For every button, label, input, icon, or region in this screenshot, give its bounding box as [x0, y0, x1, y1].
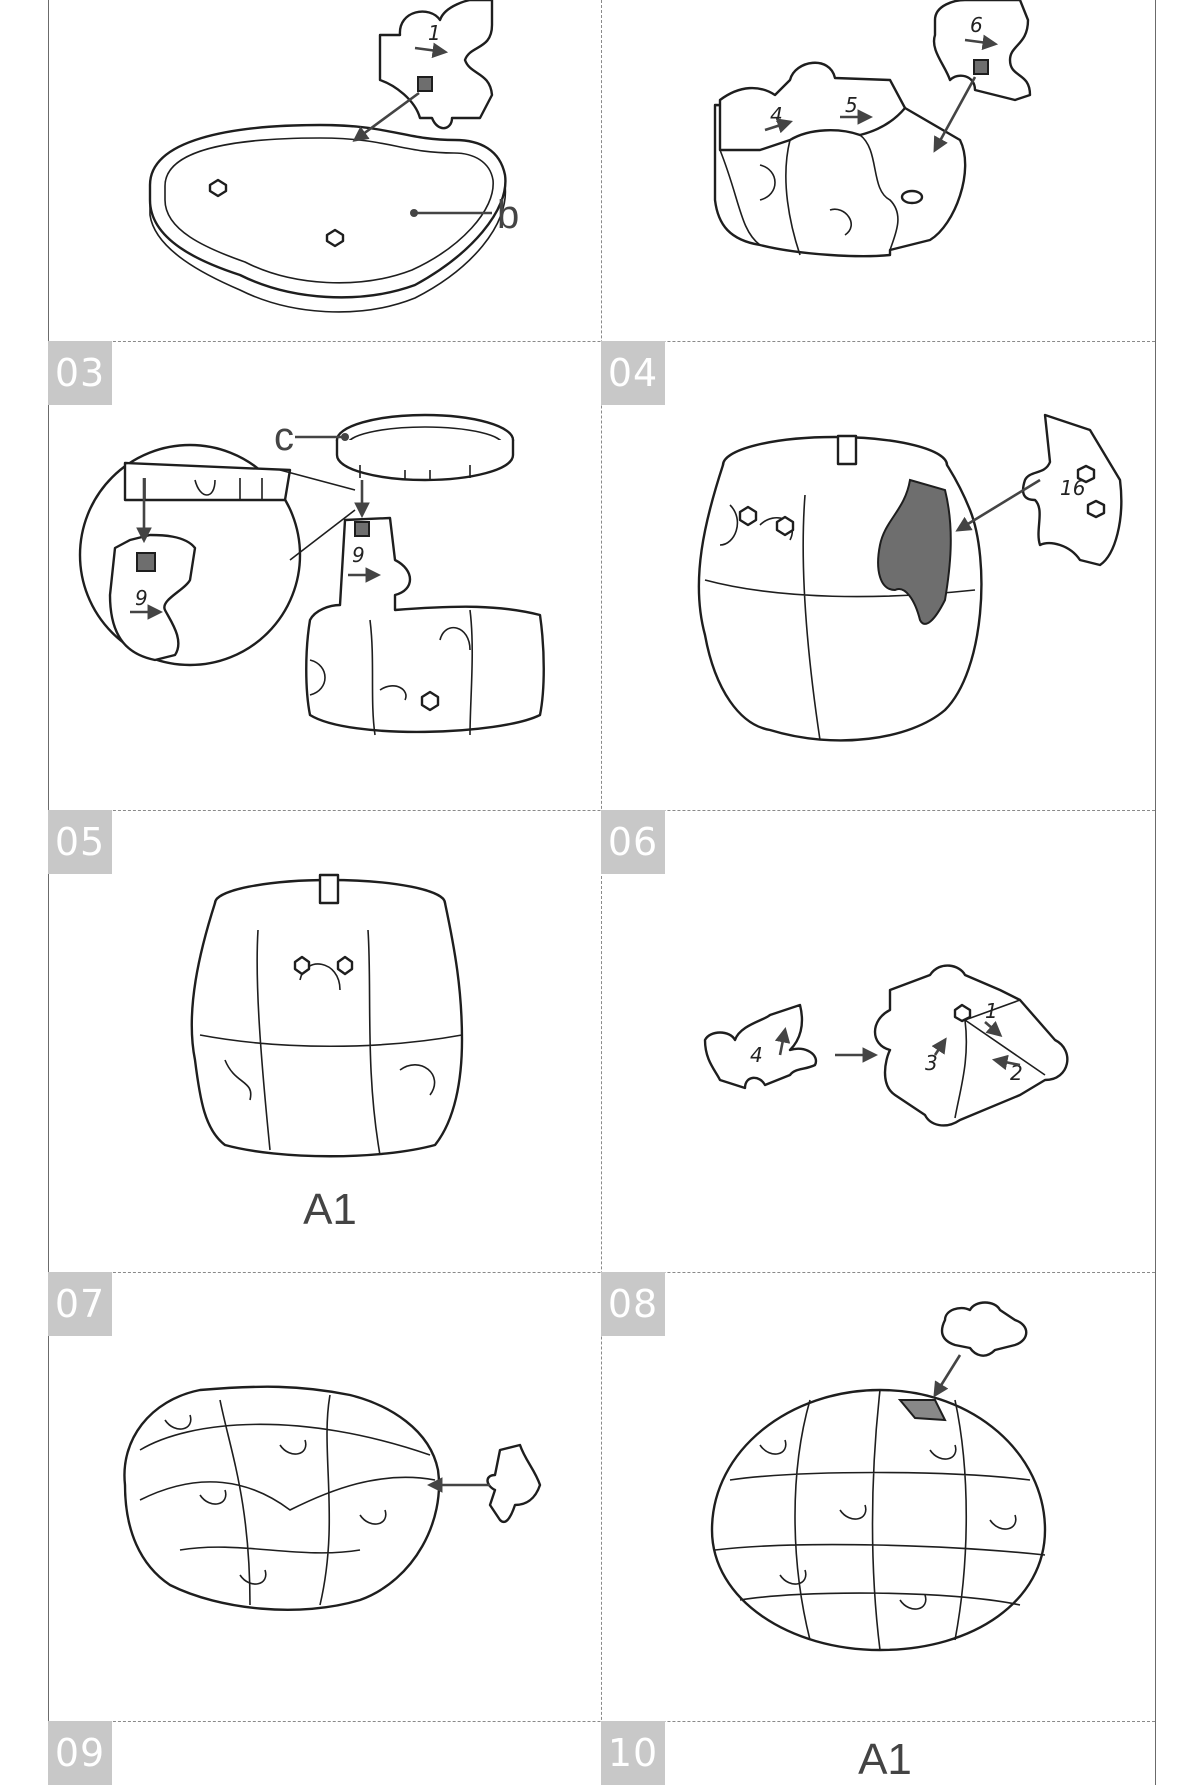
- step-05-badge: 05: [48, 810, 112, 874]
- center-divider: [601, 0, 602, 1785]
- part-b-label: b: [497, 193, 519, 237]
- step-08-badge: 08: [601, 1272, 665, 1336]
- step-07-badge: 07: [48, 1272, 112, 1336]
- step-06-illustration: 4 1 2 3: [703, 964, 1069, 1127]
- step-04-illustration: 16: [697, 413, 1123, 742]
- step-10-caption: A1: [858, 1735, 912, 1784]
- piece-9-zoom-number: 9: [135, 586, 148, 610]
- left-border: [48, 0, 49, 1785]
- step-09-badge: 09: [48, 1721, 112, 1785]
- step-06-badge: 06: [601, 810, 665, 874]
- step-6-piece-1-number: 1: [985, 999, 998, 1023]
- step-03-badge: 03: [48, 341, 112, 405]
- right-border: [1155, 0, 1156, 1785]
- step-6-piece-4-number: 4: [750, 1043, 763, 1067]
- step-07-illustration: [123, 1385, 542, 1611]
- step-6-piece-2-number: 2: [1010, 1061, 1023, 1085]
- step-04-badge: 04: [601, 341, 665, 405]
- step-10-badge: 10: [601, 1721, 665, 1785]
- step-08-illustration: [710, 1301, 1047, 1652]
- step-05-caption: A1: [303, 1185, 357, 1234]
- piece-9-number: 9: [352, 543, 365, 567]
- piece-5-number: 5: [845, 93, 858, 117]
- step-03-illustration: 9 c 9: [78, 413, 545, 736]
- step-02-illustration: 4 5 6: [713, 0, 1032, 258]
- piece-6-number: 6: [970, 13, 983, 37]
- step-05-illustration: [190, 873, 464, 1158]
- step-6-piece-3-number: 3: [925, 1051, 938, 1075]
- step-01-illustration: 1 b: [148, 0, 519, 313]
- part-c-label: c: [274, 415, 294, 459]
- piece-4-number: 4: [770, 103, 783, 127]
- piece-16-number: 16: [1060, 476, 1085, 500]
- piece-1-number: 1: [428, 21, 441, 45]
